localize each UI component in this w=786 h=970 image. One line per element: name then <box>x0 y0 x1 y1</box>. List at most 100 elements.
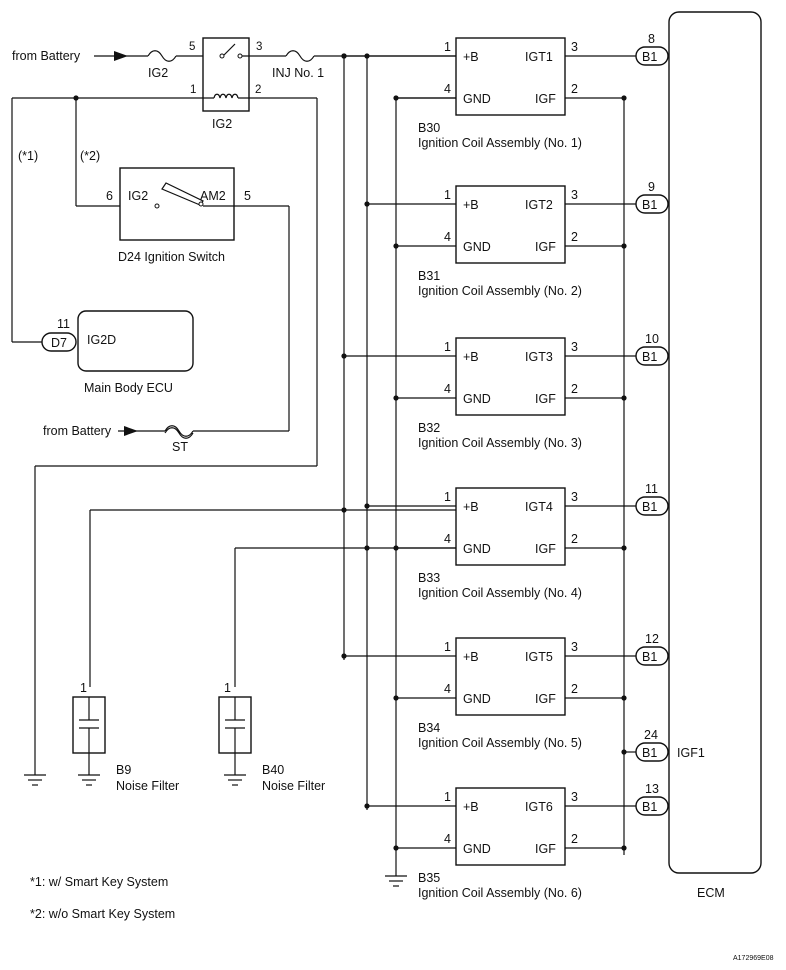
switch-ig2-label: IG2 <box>128 189 148 203</box>
coil-igt-label: IGT3 <box>525 350 553 364</box>
ecm-pin-number: 12 <box>645 632 659 646</box>
ecm-label: ECM <box>697 886 725 900</box>
coil-igf-label: IGF <box>535 392 556 406</box>
coil-plus-b-label: +B <box>463 800 479 814</box>
coil-pin-2: 2 <box>571 682 578 696</box>
coil-pin-2: 2 <box>571 230 578 244</box>
coil-gnd-label: GND <box>463 542 491 556</box>
coil-id: B30 <box>418 121 440 135</box>
coil-plus-b-label: +B <box>463 350 479 364</box>
connector-b1-label: B1 <box>642 50 657 64</box>
noise-filter-b9: 1 B9 Noise Filter <box>72 509 456 793</box>
coil-box <box>455 37 566 116</box>
coil-plus-b-label: +B <box>463 50 479 64</box>
coil-plus-b-label: +B <box>463 650 479 664</box>
switch-pin-5: 5 <box>244 189 251 203</box>
coil-pin-3: 3 <box>571 188 578 202</box>
fuse-inj-label: INJ No. 1 <box>272 66 324 80</box>
relay-coil-icon <box>213 93 239 99</box>
main-body-ecu: D7 11 IG2D Main Body ECU <box>41 310 194 395</box>
notes: *1: w/ Smart Key System *2: w/o Smart Ke… <box>30 875 774 962</box>
coil-id: B32 <box>418 421 440 435</box>
coil-id: B33 <box>418 571 440 585</box>
connector-d7 <box>41 332 77 352</box>
coil-igt-label: IGT5 <box>525 650 553 664</box>
coil-pin-4: 4 <box>444 832 451 846</box>
relay-ig2-box <box>202 37 250 112</box>
coil-name: Ignition Coil Assembly (No. 6) <box>418 886 582 900</box>
note-2: *2: w/o Smart Key System <box>30 907 175 921</box>
coil-igf-label: IGF <box>535 542 556 556</box>
mbecu-ig2d-label: IG2D <box>87 333 116 347</box>
connector-b1-label: B1 <box>642 198 657 212</box>
coil-igf-label: IGF <box>535 92 556 106</box>
connector-b1-label: B1 <box>642 650 657 664</box>
coil-name: Ignition Coil Assembly (No. 3) <box>418 436 582 450</box>
coil-pin-2: 2 <box>571 832 578 846</box>
coil-pin-1: 1 <box>444 790 451 804</box>
coil-pin-3: 3 <box>571 340 578 354</box>
coil-pin-3: 3 <box>571 40 578 54</box>
coil-name: Ignition Coil Assembly (No. 1) <box>418 136 582 150</box>
coil-pin-1: 1 <box>444 40 451 54</box>
st-feed: from Battery ST <box>43 424 289 454</box>
ground-icon <box>24 774 46 786</box>
coil-pin-2: 2 <box>571 532 578 546</box>
coil-pin-4: 4 <box>444 382 451 396</box>
coil-id: B31 <box>418 269 440 283</box>
connector-b1-label: B1 <box>642 350 657 364</box>
connector-b1 <box>635 646 669 666</box>
switch-pin-6: 6 <box>106 189 113 203</box>
coil-gnd-label: GND <box>463 842 491 856</box>
coil-igt-label: IGT1 <box>525 50 553 64</box>
fuse-inj-icon <box>285 50 315 62</box>
ecm-pin-number: 13 <box>645 782 659 796</box>
coil-name: Ignition Coil Assembly (No. 2) <box>418 284 582 298</box>
fuse-ig2-label: IG2 <box>148 66 168 80</box>
from-battery-label: from Battery <box>12 49 81 63</box>
ecm-pin-number: 9 <box>648 180 655 194</box>
relay-ig2-label: IG2 <box>212 117 232 131</box>
coil-box <box>455 337 566 416</box>
coil-gnd-label: GND <box>463 92 491 106</box>
coil-plus-b-label: +B <box>463 500 479 514</box>
coil-igf-label: IGF <box>535 842 556 856</box>
coil-gnd-label: GND <box>463 240 491 254</box>
ecm-pin-number: 10 <box>645 332 659 346</box>
connector-b1 <box>635 346 669 366</box>
coil-id: B35 <box>418 871 440 885</box>
nf2-id: B40 <box>262 763 284 777</box>
fuse-st-label: ST <box>172 440 188 454</box>
ecm-pin-number: 11 <box>645 482 658 496</box>
coil-id: B34 <box>418 721 440 735</box>
relay-pin-1: 1 <box>190 84 196 96</box>
coil-box <box>455 637 566 716</box>
switch-am2-label: AM2 <box>200 189 226 203</box>
note-1: *1: w/ Smart Key System <box>30 875 168 889</box>
coil-box <box>455 787 566 866</box>
nf2-pin: 1 <box>224 681 231 695</box>
mbecu-name: Main Body ECU <box>84 381 173 395</box>
igf-conn: B1 <box>642 746 657 760</box>
ignition-switch: 6 IG2 AM2 5 D24 Ignition Switch <box>106 167 290 431</box>
fuse-ig2-icon <box>147 50 177 62</box>
ecm: ECM B1 24 IGF1 <box>621 11 762 900</box>
coil-pin-4: 4 <box>444 230 451 244</box>
coil-box <box>455 487 566 566</box>
power-feed: from Battery IG2 5 3 1 2 IG2 INJ No. 1 <box>12 37 456 131</box>
coil-igt-label: IGT6 <box>525 800 553 814</box>
noise-filter-b40: 1 B40 Noise Filter <box>218 547 456 793</box>
ecm-box <box>668 11 762 874</box>
capacitor-icon <box>225 697 245 753</box>
coil-gnd-label: GND <box>463 692 491 706</box>
ground-icon <box>78 774 100 786</box>
from-battery-st-label: from Battery <box>43 424 112 438</box>
coil-plus-b-label: +B <box>463 198 479 212</box>
